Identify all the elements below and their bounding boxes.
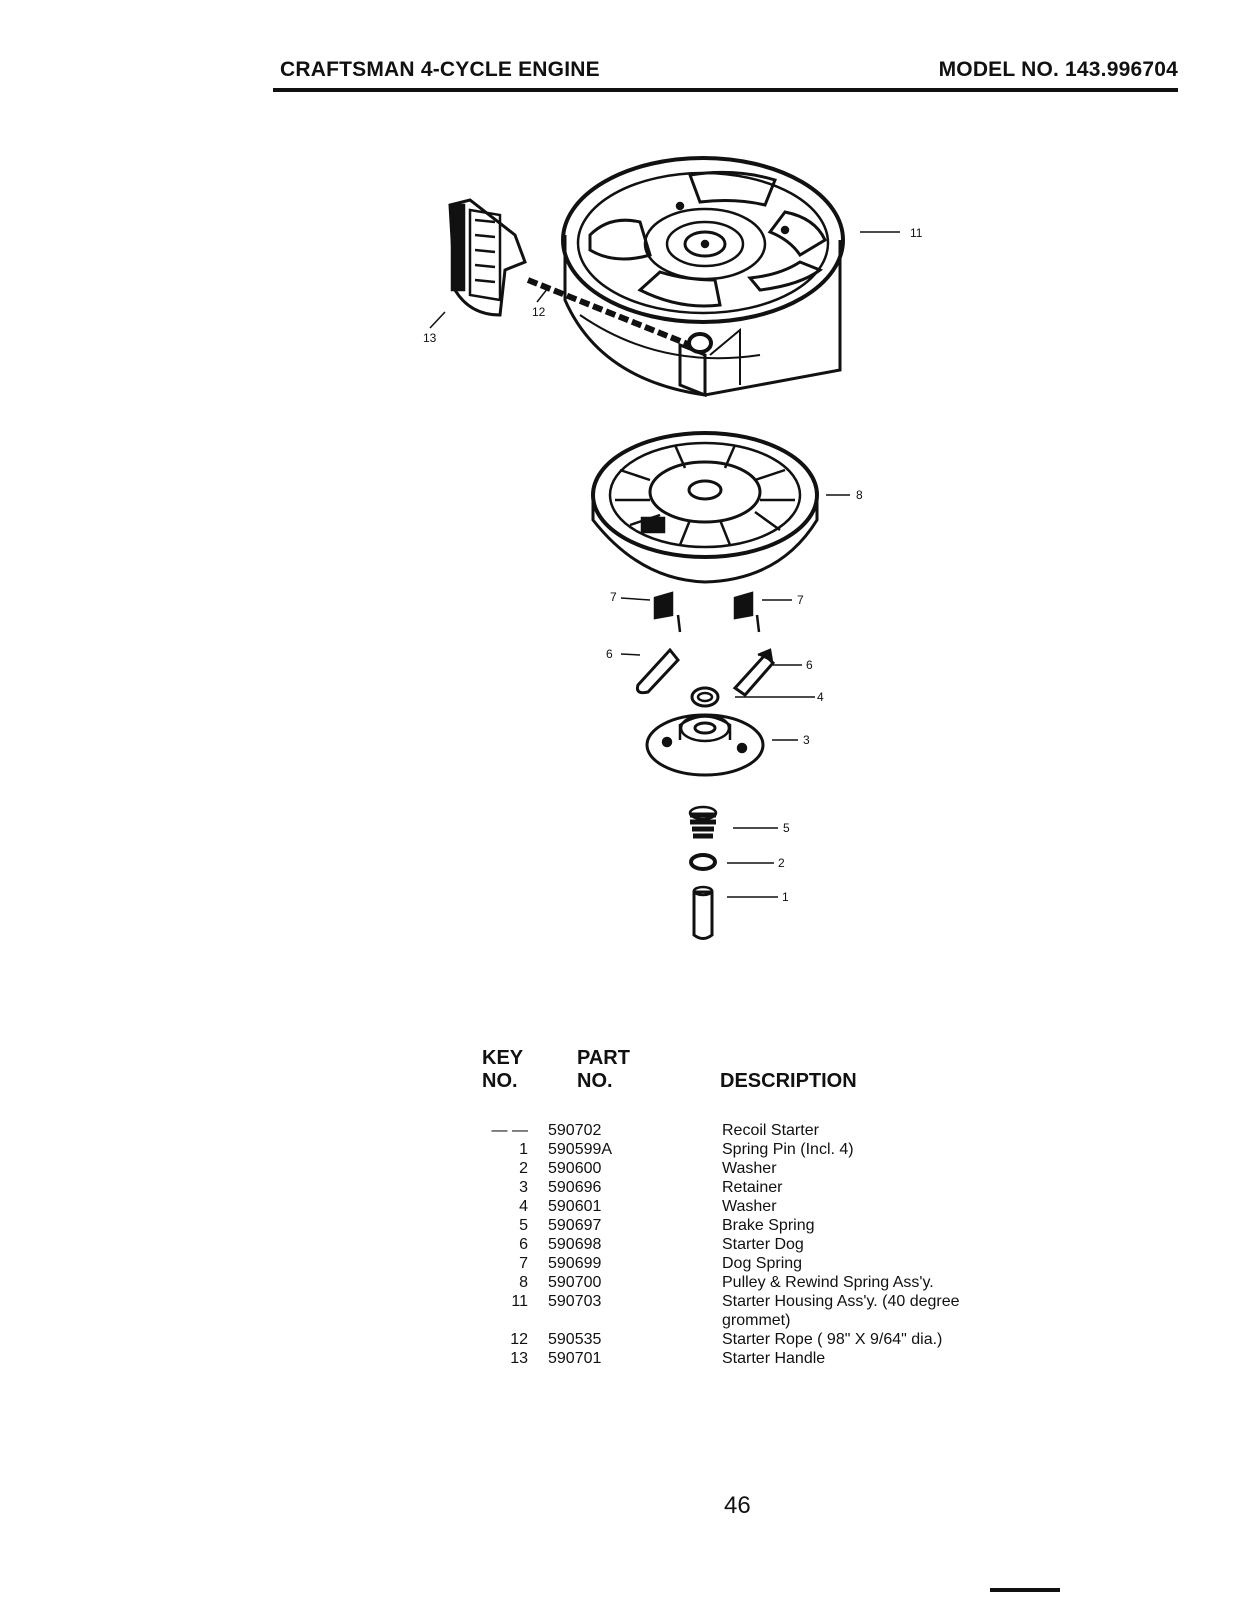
- key-number: 11: [511, 1293, 528, 1310]
- part-description: Washer: [722, 1160, 777, 1177]
- part-number: 590698: [548, 1236, 602, 1253]
- key-number: 4: [519, 1198, 528, 1215]
- callout-12: 12: [532, 305, 546, 319]
- table-row: 7 590699 Dog Spring: [470, 1254, 1030, 1273]
- key-no-header-line1: KEY: [482, 1047, 524, 1069]
- part-number: 590601: [548, 1198, 602, 1215]
- part-number: 590700: [548, 1274, 602, 1291]
- retainer-part: [645, 713, 765, 777]
- part-number: 590535: [548, 1331, 602, 1348]
- page-number: 46: [724, 1492, 751, 1519]
- key-number: 3: [519, 1179, 528, 1196]
- callout-11: 11: [910, 226, 923, 240]
- recoil-starter-exploded-diagram: 11 12 13 8 7 7 6 6 4 3 5 2 1: [423, 156, 923, 940]
- part-description: Brake Spring: [722, 1217, 815, 1234]
- callout-6-right: 6: [806, 658, 813, 672]
- header-divider: [273, 88, 1178, 92]
- table-row: 5 590697 Brake Spring: [470, 1216, 1030, 1235]
- part-description: Retainer: [722, 1179, 783, 1196]
- page-title: CRAFTSMAN 4-CYCLE ENGINE: [280, 58, 600, 81]
- model-number: MODEL NO. 143.996704: [938, 58, 1178, 81]
- starter-rope-part: [526, 277, 692, 348]
- callout-5: 5: [783, 821, 790, 835]
- callout-1: 1: [782, 890, 789, 904]
- key-number: 5: [519, 1217, 528, 1234]
- description-header: DESCRIPTION: [720, 1070, 857, 1092]
- part-description: Spring Pin (Incl. 4): [722, 1141, 854, 1158]
- callout-8: 8: [856, 488, 863, 502]
- part-number: 590701: [548, 1350, 602, 1367]
- brake-spring-part: [688, 805, 718, 839]
- table-row: — — 590702 Recoil Starter: [470, 1121, 1030, 1140]
- part-description: Pulley & Rewind Spring Ass'y.: [722, 1274, 934, 1291]
- part-number: 590697: [548, 1217, 602, 1234]
- key-number: 6: [519, 1236, 528, 1253]
- starter-housing-part: [561, 156, 845, 398]
- table-row: 1 590599A Spring Pin (Incl. 4): [470, 1140, 1030, 1159]
- key-number: 1: [519, 1141, 528, 1158]
- key-number: 2: [519, 1160, 528, 1177]
- key-number: — —: [491, 1122, 528, 1139]
- spring-pin-part: [692, 885, 714, 940]
- callout-6-left: 6: [606, 647, 613, 661]
- key-number: 12: [510, 1331, 528, 1348]
- parts-list: — — 590702 Recoil Starter 1 590599A Spri…: [470, 1121, 1030, 1368]
- part-number: 590699: [548, 1255, 602, 1272]
- starter-handle-part: [448, 198, 527, 317]
- washer-small-part: [689, 853, 717, 871]
- part-description: Washer: [722, 1198, 777, 1215]
- starter-dog-part: [636, 647, 776, 698]
- key-number: 8: [519, 1274, 528, 1291]
- part-description: Dog Spring: [722, 1255, 803, 1272]
- table-row: 12 590535 Starter Rope ( 98" X 9/64" dia…: [470, 1330, 1030, 1349]
- dog-spring-part: [653, 591, 761, 633]
- callout-13: 13: [423, 331, 437, 345]
- table-row: 11 590703 Starter Housing Ass'y. (40 deg…: [470, 1292, 1030, 1330]
- part-description: Starter Rope ( 98" X 9/64" dia.): [722, 1331, 943, 1348]
- part-description: Starter Housing Ass'y. (40 degree gromme…: [722, 1293, 960, 1329]
- part-number: 590703: [548, 1293, 602, 1310]
- table-row: 4 590601 Washer: [470, 1197, 1030, 1216]
- part-no-header-line1: PART: [577, 1047, 630, 1069]
- callout-3: 3: [803, 733, 810, 747]
- key-no-header-line2: NO.: [482, 1070, 518, 1092]
- table-row: 3 590696 Retainer: [470, 1178, 1030, 1197]
- key-number: 13: [510, 1350, 528, 1367]
- part-number: 590696: [548, 1179, 602, 1196]
- key-number: 7: [519, 1255, 528, 1272]
- part-no-header-line2: NO.: [577, 1070, 613, 1092]
- table-row: 13 590701 Starter Handle: [470, 1349, 1030, 1368]
- part-number: 590599A: [548, 1141, 613, 1158]
- callout-2: 2: [778, 856, 785, 870]
- part-description: Starter Handle: [722, 1350, 826, 1367]
- callout-7-left: 7: [610, 590, 617, 604]
- part-description: Starter Dog: [722, 1236, 804, 1253]
- footer-mark: [990, 1588, 1060, 1592]
- callout-4: 4: [817, 690, 824, 704]
- table-row: 8 590700 Pulley & Rewind Spring Ass'y.: [470, 1273, 1030, 1292]
- callout-7-right: 7: [797, 593, 804, 607]
- table-row: 6 590698 Starter Dog: [470, 1235, 1030, 1254]
- part-number: 590600: [548, 1160, 602, 1177]
- part-description: Recoil Starter: [722, 1122, 819, 1139]
- washer-part: [690, 686, 720, 708]
- part-number: 590702: [548, 1122, 602, 1139]
- table-row: 2 590600 Washer: [470, 1159, 1030, 1178]
- pulley-part: [591, 431, 819, 584]
